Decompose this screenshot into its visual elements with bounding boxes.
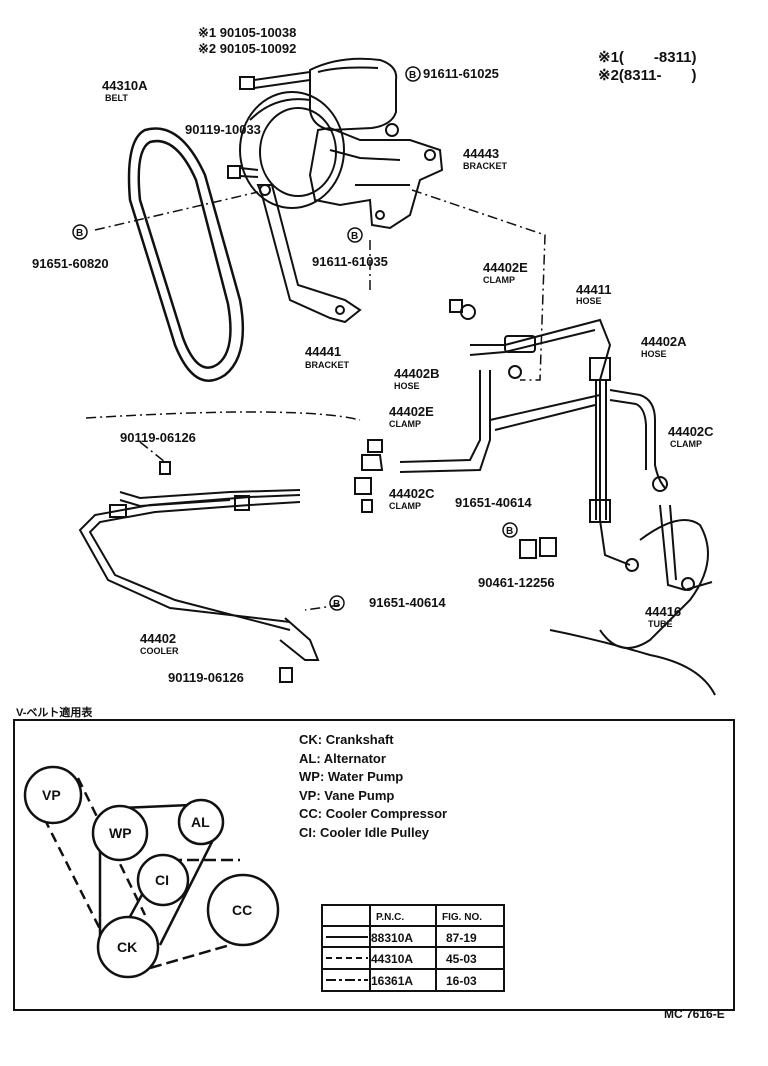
part-subtitle: HOSE [576, 296, 602, 306]
part-subtitle: CLAMP [483, 275, 515, 285]
part-labels: ※1 90105-10038 ※2 90105-10092 B 91611-61… [32, 25, 714, 685]
pulley-vp [23, 765, 83, 825]
pulley-al [177, 798, 225, 846]
part-number: 44402 [140, 631, 176, 646]
part-number: 44402E [483, 260, 528, 275]
pulley-label: AL [191, 814, 210, 830]
vane-pump-drawing [227, 57, 444, 230]
bracket-drawing [256, 184, 362, 324]
range-note-2: ※2(8311- ) [598, 67, 696, 84]
table-cell-fig: 45-03 [446, 952, 477, 966]
part-subtitle: CLAMP [389, 501, 421, 511]
circle-b-label: B [351, 231, 358, 242]
part-number: 90119-06126 [120, 430, 196, 445]
part-number: ※2 90105-10092 [198, 41, 296, 56]
table-header-pnc: P.N.C. [376, 912, 404, 923]
table-cell-pnc: 44310A [371, 952, 413, 966]
part-number: 44416 [645, 604, 681, 619]
part-number: 91651-40614 [455, 495, 532, 510]
pulley-label: WP [109, 825, 132, 841]
part-number: 44443 [463, 146, 499, 161]
part-subtitle: HOSE [394, 381, 420, 391]
circle-b-marker [502, 522, 518, 538]
part-subtitle: TUBE [648, 619, 673, 629]
legend-item: CK: Crankshaft [299, 732, 394, 747]
legend-item: AL: Alternator [299, 751, 386, 766]
pulley-ci [136, 853, 190, 907]
legend-item: CI: Cooler Idle Pulley [299, 825, 430, 840]
belt-table [321, 904, 505, 992]
part-subtitle: COOLER [140, 646, 179, 656]
table-cell-pnc: 16361A [371, 974, 413, 988]
pulleys [23, 765, 280, 979]
part-number: 44402E [389, 404, 434, 419]
table-cell-pnc: 88310A [371, 931, 413, 945]
part-number: 44441 [305, 344, 341, 359]
circle-b-marker [72, 224, 88, 240]
pulley-label: CI [155, 872, 169, 888]
pulley-legend: CK: Crankshaft AL: Alternator WP: Water … [299, 732, 447, 840]
part-number: 44411 [576, 282, 611, 297]
reference-lines [85, 189, 546, 611]
legend-item: WP: Water Pump [299, 769, 403, 784]
pulley-label: VP [42, 787, 61, 803]
part-subtitle: BELT [105, 93, 128, 103]
part-number: 91651-60820 [32, 256, 109, 271]
part-subtitle: HOSE [641, 349, 667, 359]
circle-b-marker [347, 227, 363, 243]
belt-table-title: V-ベルト適用表 [16, 705, 93, 719]
part-subtitle: CLAMP [670, 439, 702, 449]
tube-drawing [549, 476, 716, 696]
pulley-label: CK [117, 939, 137, 955]
part-number: 44402C [668, 424, 714, 439]
part-subtitle: BRACKET [463, 161, 508, 171]
circle-b-marker [329, 595, 345, 611]
part-number: 91611-61035 [312, 254, 388, 269]
pulley-ck [96, 915, 160, 979]
part-subtitle: BRACKET [305, 360, 350, 370]
part-number: ※1 90105-10038 [198, 25, 296, 40]
part-number: 91611-61025 [423, 66, 499, 81]
circle-b-marker [405, 66, 421, 82]
part-subtitle: CLAMP [389, 419, 421, 429]
legend-item: CC: Cooler Compressor [299, 806, 447, 821]
table-cell-fig: 16-03 [446, 974, 477, 988]
pulley-cc [206, 873, 280, 947]
pulley-label: CC [232, 902, 252, 918]
cooler-drawing [78, 461, 320, 683]
pulley-wp [91, 804, 149, 862]
hose-drawing [399, 299, 666, 566]
part-number: 44402C [389, 486, 435, 501]
part-number: 90119-10033 [185, 122, 261, 137]
circle-b-label: B [333, 599, 340, 610]
range-note-1: ※1( -8311) [598, 49, 696, 66]
belt-table-frame [13, 719, 735, 1011]
part-number: 44310A [102, 78, 148, 93]
belt-drawing [127, 127, 245, 382]
table-header-fig: FIG. NO. [442, 912, 482, 923]
legend-item: VP: Vane Pump [299, 788, 394, 803]
grommet-drawing [519, 537, 557, 559]
clamp-drawing [354, 439, 384, 513]
circle-b-label: B [409, 70, 416, 81]
part-number: 90119-06126 [168, 670, 244, 685]
part-number: 90461-12256 [478, 575, 555, 590]
figure-code: MC 7616-E [664, 1007, 725, 1021]
line-style-samples [326, 936, 368, 981]
circle-b-label: B [506, 526, 513, 537]
table-cell-fig: 87-19 [446, 931, 477, 945]
part-number: 44402A [641, 334, 687, 349]
part-number: 44402B [394, 366, 440, 381]
circle-b-label: B [76, 228, 83, 239]
part-number: 91651-40614 [369, 595, 446, 610]
